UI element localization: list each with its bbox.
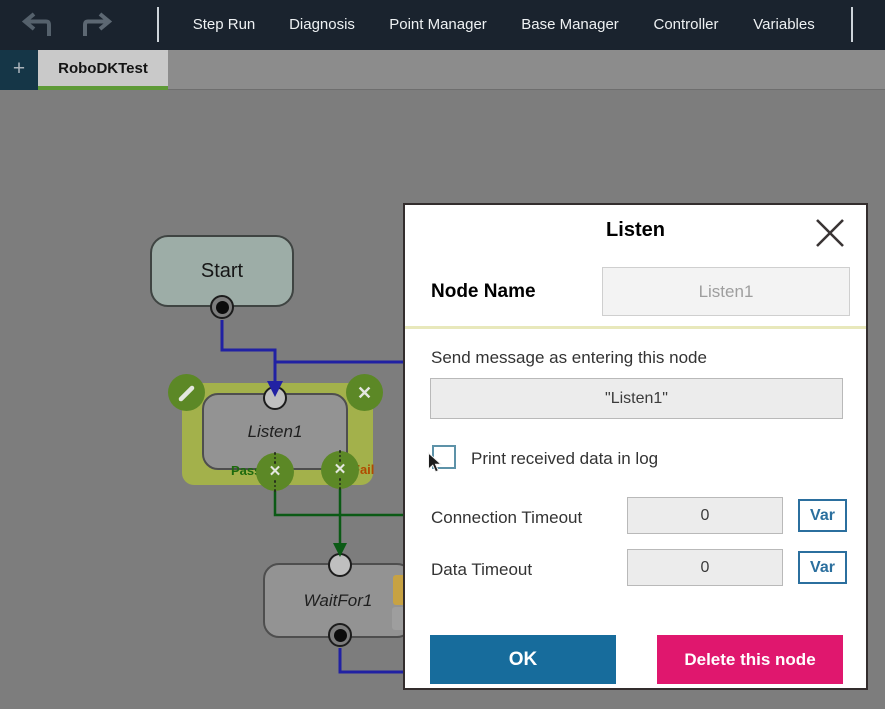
active-tab-underline bbox=[38, 86, 168, 90]
listen-node-dialog: Listen Node Name Send message as enterin… bbox=[403, 203, 868, 690]
dialog-title: Listen bbox=[606, 219, 665, 241]
connection-timeout-var-button[interactable]: Var bbox=[798, 499, 847, 532]
redo-icon[interactable] bbox=[76, 10, 116, 40]
waitfor1-input-port[interactable] bbox=[328, 553, 352, 577]
pass-port-label: Pass bbox=[231, 463, 262, 478]
drag-dots-icon bbox=[338, 478, 342, 490]
fail-port-delete-icon[interactable]: ✕ bbox=[321, 450, 359, 490]
drag-dots-icon bbox=[273, 480, 277, 492]
close-x-icon: ✕ bbox=[268, 462, 282, 480]
connection-timeout-label: Connection Timeout bbox=[431, 508, 583, 527]
send-message-input[interactable] bbox=[430, 378, 843, 419]
data-timeout-var-button[interactable]: Var bbox=[798, 551, 847, 584]
menu-base-manager[interactable]: Base Manager bbox=[521, 16, 619, 33]
undo-icon[interactable] bbox=[18, 10, 58, 40]
top-toolbar: Step Run Diagnosis Point Manager Base Ma… bbox=[0, 0, 885, 50]
tab-robodktest[interactable]: RoboDKTest bbox=[38, 50, 168, 90]
tab-bar: + RoboDKTest bbox=[0, 50, 885, 90]
drag-dots-icon bbox=[273, 452, 277, 464]
dialog-separator bbox=[405, 326, 866, 329]
tab-label: RoboDKTest bbox=[58, 60, 148, 77]
node-waitfor1-label: WaitFor1 bbox=[303, 590, 373, 610]
listen1-input-port[interactable] bbox=[263, 386, 287, 410]
toolbar-divider-right bbox=[851, 7, 853, 42]
add-tab-button[interactable]: + bbox=[0, 50, 38, 90]
menu-point-manager[interactable]: Point Manager bbox=[389, 16, 487, 33]
ok-button[interactable]: OK bbox=[430, 635, 616, 684]
start-output-port[interactable] bbox=[210, 295, 234, 319]
data-timeout-input[interactable] bbox=[627, 549, 783, 586]
node-listen1-label: Listen1 bbox=[247, 421, 303, 441]
close-x-icon: ✕ bbox=[356, 382, 373, 403]
data-timeout-label: Data Timeout bbox=[431, 560, 533, 579]
hidden-node-fragment-gray bbox=[392, 607, 404, 630]
pass-port-delete-icon[interactable]: ✕ bbox=[256, 452, 294, 492]
menu-diagnosis[interactable]: Diagnosis bbox=[289, 16, 355, 33]
connection-timeout-input[interactable] bbox=[627, 497, 783, 534]
print-received-data-label: Print received data in log bbox=[471, 449, 659, 468]
node-name-label: Node Name bbox=[431, 281, 536, 302]
delete-node-button[interactable]: Delete this node bbox=[657, 635, 843, 684]
menu-variables[interactable]: Variables bbox=[753, 16, 815, 33]
menu-step-run[interactable]: Step Run bbox=[192, 16, 256, 33]
pencil-icon bbox=[178, 385, 194, 401]
dialog-close-icon[interactable] bbox=[812, 215, 848, 251]
node-start-label: Start bbox=[200, 259, 244, 282]
waitfor1-output-port[interactable] bbox=[328, 623, 352, 647]
drag-dots-icon bbox=[338, 450, 342, 462]
remove-node-icon[interactable]: ✕ bbox=[346, 374, 383, 411]
toolbar-divider-left bbox=[157, 7, 159, 42]
hidden-node-fragment-yellow bbox=[393, 575, 404, 605]
node-name-input[interactable] bbox=[602, 267, 850, 316]
print-received-data-checkbox[interactable] bbox=[432, 445, 456, 469]
send-message-label: Send message as entering this node bbox=[431, 348, 707, 367]
close-x-icon: ✕ bbox=[333, 460, 347, 478]
menu-controller[interactable]: Controller bbox=[653, 16, 719, 33]
edit-node-icon[interactable] bbox=[168, 374, 205, 411]
